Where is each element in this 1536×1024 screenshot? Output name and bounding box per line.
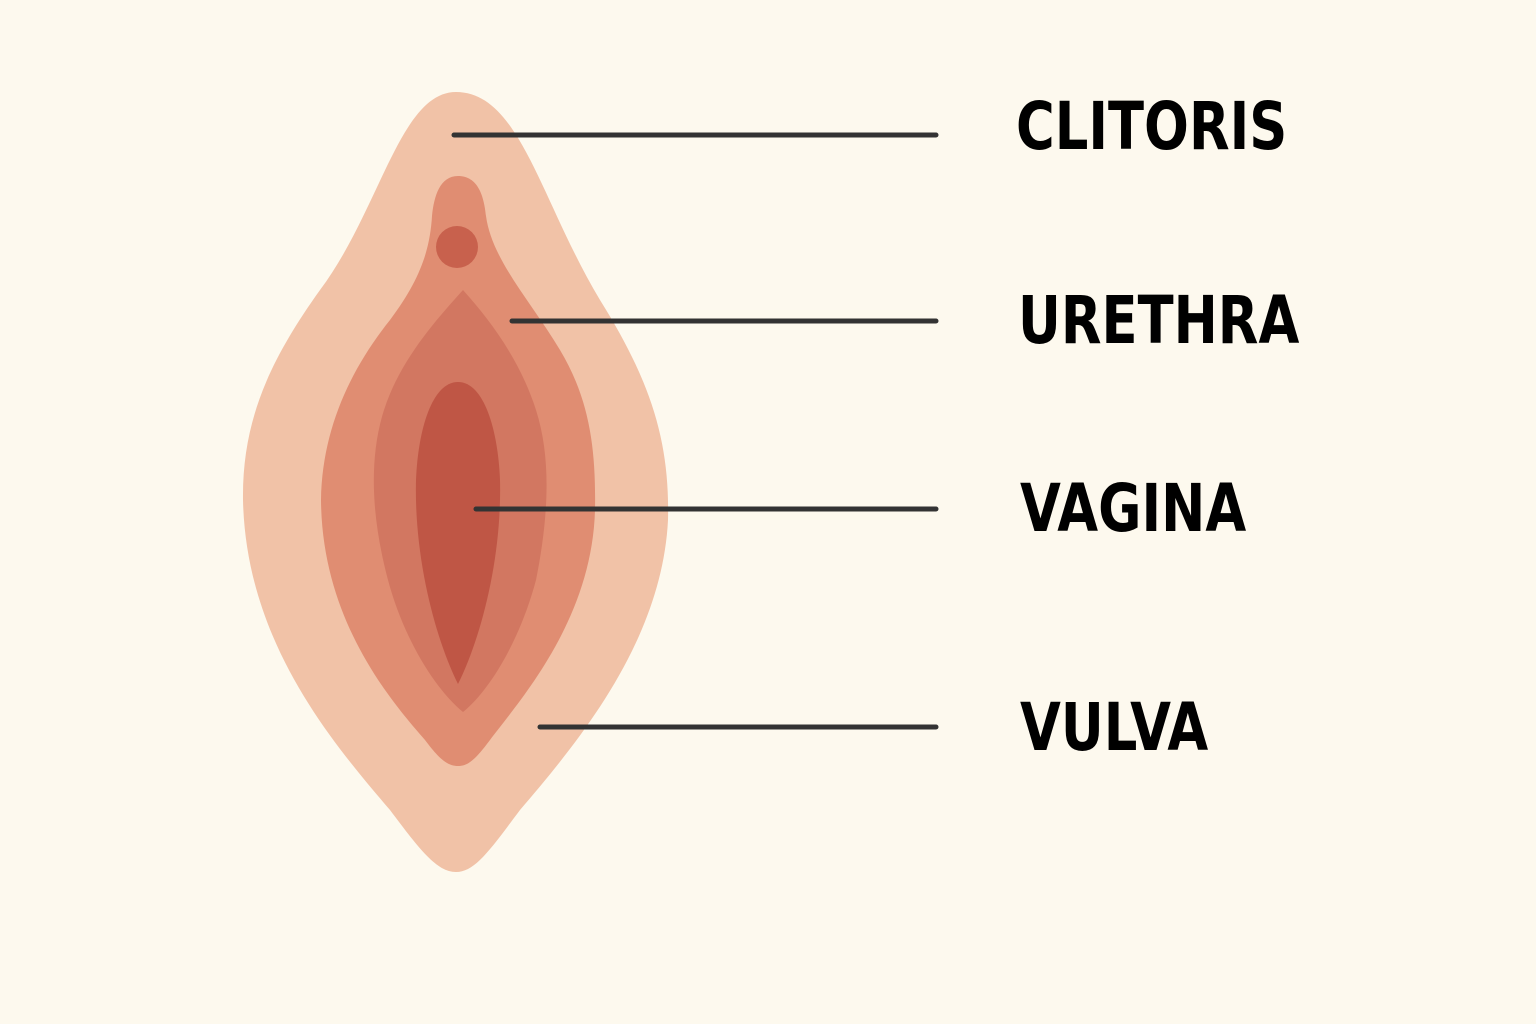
label-clitoris: CLITORIS xyxy=(1016,88,1288,165)
label-urethra: URETHRA xyxy=(1018,282,1300,359)
vaginal-opening-shape xyxy=(415,382,501,684)
label-vagina: VAGINA xyxy=(1020,470,1247,547)
label-vulva: VULVA xyxy=(1020,689,1209,766)
clitoris-dot xyxy=(436,226,478,268)
